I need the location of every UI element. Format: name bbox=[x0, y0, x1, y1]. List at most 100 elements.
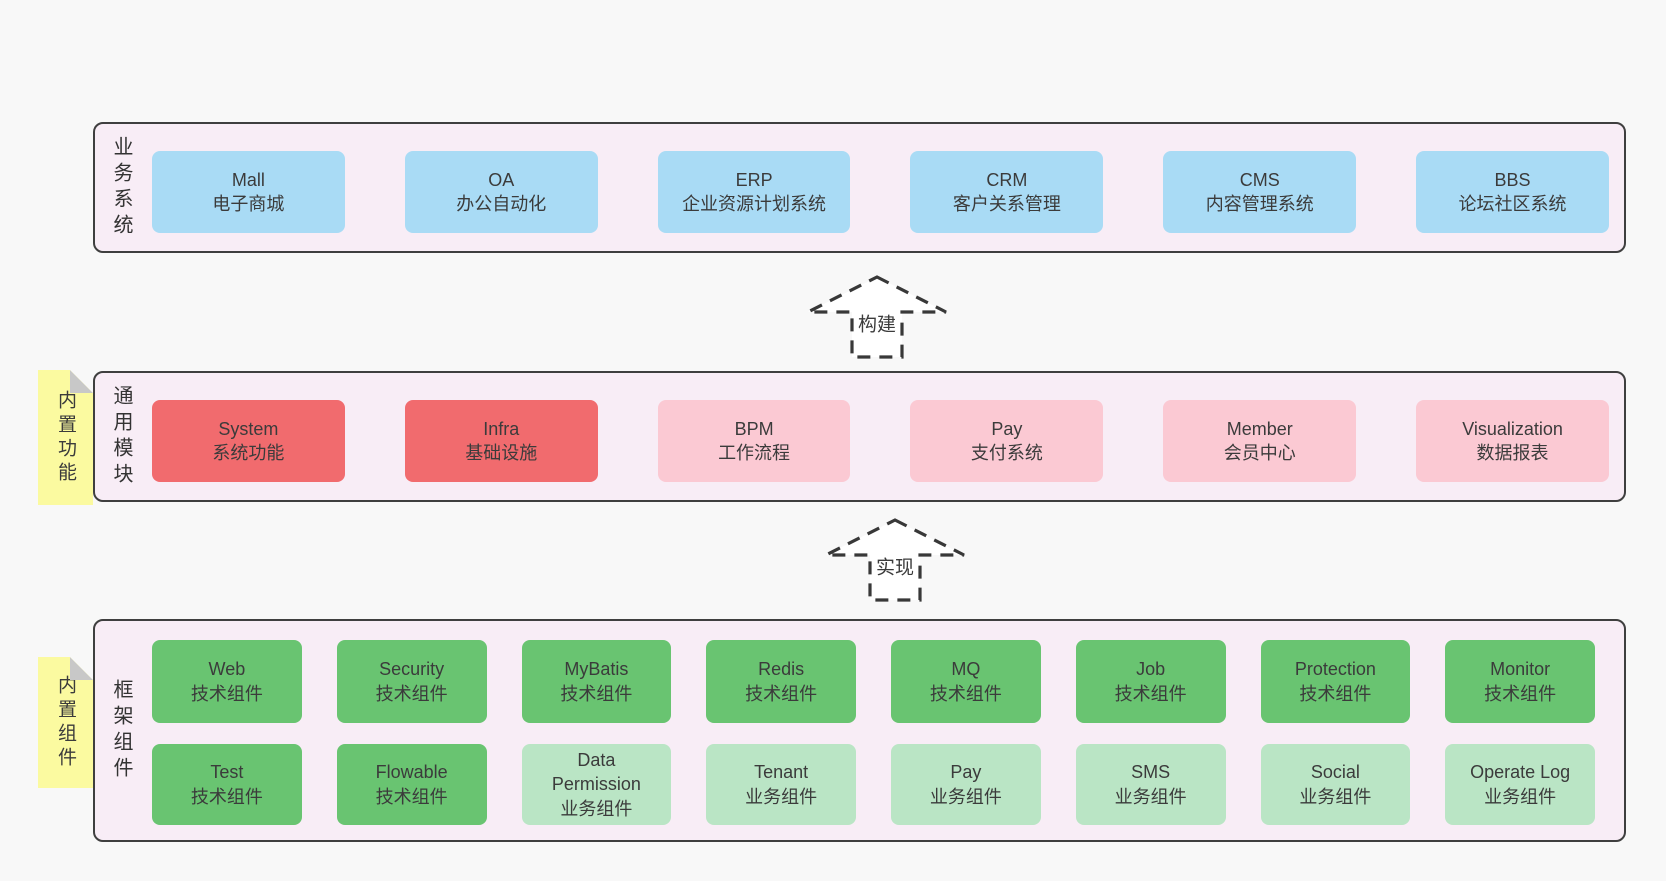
box-desc: 基础设施 bbox=[465, 443, 538, 463]
business-systems-panel: 业务系统 Mall 电子商城 OA 办公自动化 ERP 企业资源计划系统 CRM… bbox=[93, 122, 1626, 253]
box-pay-module: Pay 支付系统 bbox=[910, 400, 1104, 482]
framework-components-grid: Web 技术组件 Security 技术组件 MyBatis 技术组件 Redi… bbox=[152, 640, 1595, 825]
box-cms: CMS 内容管理系统 bbox=[1163, 151, 1357, 233]
box-crm: CRM 客户关系管理 bbox=[910, 151, 1104, 233]
box-name: ERP bbox=[735, 169, 773, 190]
implement-arrow-label: 实现 bbox=[872, 551, 918, 581]
box-test: Test 技术组件 bbox=[152, 744, 302, 825]
box-name: Flowable bbox=[375, 762, 448, 783]
box-oa: OA 办公自动化 bbox=[404, 151, 598, 233]
box-desc: 技术组件 bbox=[190, 683, 263, 704]
box-name: Job bbox=[1136, 659, 1166, 680]
box-desc: 客户关系管理 bbox=[952, 194, 1061, 214]
box-redis: Redis 技术组件 bbox=[706, 640, 856, 723]
box-name: Web bbox=[208, 659, 246, 680]
box-desc: 技术组件 bbox=[560, 683, 633, 704]
box-desc: 技术组件 bbox=[1299, 683, 1372, 704]
box-desc: 技术组件 bbox=[190, 786, 263, 807]
box-tenant: Tenant 业务组件 bbox=[706, 744, 856, 825]
box-desc: 系统功能 bbox=[212, 443, 285, 463]
folded-corner-icon bbox=[70, 657, 93, 680]
box-desc: 技术组件 bbox=[745, 683, 818, 704]
box-desc: 技术组件 bbox=[929, 683, 1002, 704]
box-name: Infra bbox=[483, 418, 520, 439]
box-name: CMS bbox=[1239, 169, 1280, 190]
box-web: Web 技术组件 bbox=[152, 640, 302, 723]
build-arrow: 构建 bbox=[805, 275, 949, 359]
box-desc: 技术组件 bbox=[1484, 683, 1557, 704]
framework-components-panel: 框架组件 Web 技术组件 Security 技术组件 MyBatis 技术组件… bbox=[93, 619, 1626, 842]
box-desc: 工作流程 bbox=[718, 443, 791, 463]
built-in-functions-note: 内置功能 bbox=[38, 370, 93, 505]
box-desc: 技术组件 bbox=[375, 683, 448, 704]
box-name: MyBatis bbox=[564, 659, 629, 680]
box-mq: MQ 技术组件 bbox=[891, 640, 1041, 723]
box-desc: 技术组件 bbox=[1114, 683, 1187, 704]
box-name: BBS bbox=[1494, 169, 1531, 190]
box-member: Member 会员中心 bbox=[1163, 400, 1357, 482]
box-desc: 企业资源计划系统 bbox=[682, 194, 827, 214]
box-name: Pay bbox=[950, 762, 982, 783]
box-operate-log: Operate Log 业务组件 bbox=[1445, 744, 1595, 825]
business-systems-row: Mall 电子商城 OA 办公自动化 ERP 企业资源计划系统 CRM 客户关系… bbox=[152, 151, 1609, 233]
box-social: Social 业务组件 bbox=[1260, 744, 1411, 825]
box-name: MQ bbox=[951, 659, 981, 680]
box-name: SMS bbox=[1131, 762, 1171, 783]
common-modules-label: 通用模块 bbox=[110, 384, 132, 489]
box-bbs: BBS 论坛社区系统 bbox=[1416, 151, 1609, 233]
box-name: BPM bbox=[734, 418, 774, 439]
box-name: Visualization bbox=[1462, 418, 1563, 439]
box-protection: Protection 技术组件 bbox=[1260, 640, 1411, 723]
box-desc: 办公自动化 bbox=[456, 194, 547, 214]
box-desc: 业务组件 bbox=[1484, 786, 1557, 807]
built-in-components-note: 内置组件 bbox=[38, 657, 93, 788]
folded-corner-icon bbox=[70, 370, 93, 393]
box-name: Tenant bbox=[754, 762, 809, 783]
box-security: Security 技术组件 bbox=[336, 640, 487, 723]
implement-arrow: 实现 bbox=[823, 518, 967, 602]
box-system: System 系统功能 bbox=[152, 400, 345, 482]
sticky-note-text: 内置组件 bbox=[55, 674, 76, 771]
box-name: OA bbox=[488, 169, 515, 190]
box-desc: 业务组件 bbox=[1299, 786, 1372, 807]
box-sms: SMS 业务组件 bbox=[1075, 744, 1226, 825]
box-visualization: Visualization 数据报表 bbox=[1416, 400, 1609, 482]
business-systems-label: 业务系统 bbox=[110, 135, 132, 240]
box-desc: 技术组件 bbox=[375, 786, 448, 807]
box-name: Test bbox=[210, 762, 244, 783]
box-name: CRM bbox=[986, 169, 1028, 190]
box-desc: 业务组件 bbox=[929, 786, 1002, 807]
box-name: Mall bbox=[231, 169, 265, 190]
box-monitor: Monitor 技术组件 bbox=[1445, 640, 1595, 723]
box-desc: 业务组件 bbox=[1114, 786, 1187, 807]
box-desc: 电子商城 bbox=[212, 194, 285, 214]
box-name: System bbox=[218, 418, 279, 439]
box-desc: 支付系统 bbox=[970, 443, 1043, 463]
sticky-note-text: 内置功能 bbox=[55, 389, 76, 486]
box-mall: Mall 电子商城 bbox=[152, 151, 345, 233]
box-desc: 论坛社区系统 bbox=[1458, 194, 1567, 214]
box-name: Data Permission bbox=[551, 750, 641, 795]
box-desc: 内容管理系统 bbox=[1205, 194, 1314, 214]
box-name: Monitor bbox=[1490, 659, 1551, 680]
box-name: Member bbox=[1226, 418, 1293, 439]
common-modules-panel: 通用模块 System 系统功能 Infra 基础设施 BPM 工作流程 Pay… bbox=[93, 371, 1626, 502]
box-name: Protection bbox=[1294, 659, 1376, 680]
box-desc: 业务组件 bbox=[745, 786, 818, 807]
framework-components-label: 框架组件 bbox=[110, 678, 132, 783]
box-flowable: Flowable 技术组件 bbox=[336, 744, 487, 825]
box-desc: 数据报表 bbox=[1476, 443, 1549, 463]
box-name: Redis bbox=[758, 659, 805, 680]
box-data-permission: Data Permission 业务组件 bbox=[521, 744, 672, 825]
box-erp: ERP 企业资源计划系统 bbox=[657, 151, 851, 233]
box-infra: Infra 基础设施 bbox=[404, 400, 598, 482]
box-job: Job 技术组件 bbox=[1075, 640, 1226, 723]
common-modules-row: System 系统功能 Infra 基础设施 BPM 工作流程 Pay 支付系统… bbox=[152, 400, 1609, 482]
box-mybatis: MyBatis 技术组件 bbox=[521, 640, 672, 723]
box-pay-component: Pay 业务组件 bbox=[891, 744, 1041, 825]
box-name: Social bbox=[1310, 762, 1360, 783]
build-arrow-label: 构建 bbox=[854, 308, 900, 338]
box-name: Pay bbox=[991, 418, 1023, 439]
box-desc: 会员中心 bbox=[1223, 443, 1296, 463]
